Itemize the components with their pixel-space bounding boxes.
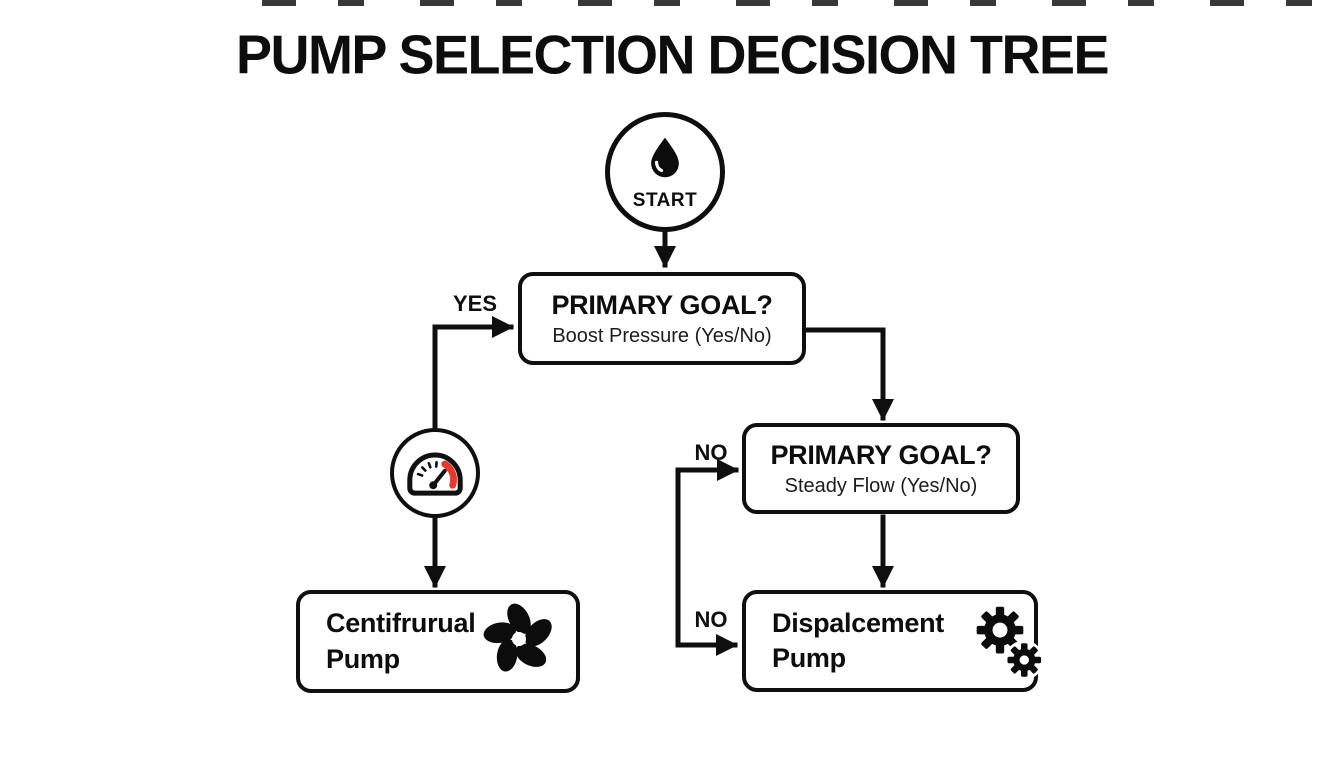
edge-no-rail-into-decision2 [675, 459, 739, 648]
decision-subheading: Boost Pressure (Yes/No) [552, 324, 772, 347]
edge-label-no-bottom: NO [694, 607, 728, 632]
result-label-line1: Dispalcement [772, 607, 944, 638]
pressure-gauge-icon [390, 428, 480, 518]
impeller-fan-icon [475, 595, 563, 688]
edge-label-no-top: NO [694, 440, 728, 465]
water-drop-icon [639, 132, 691, 189]
start-node: START [605, 112, 725, 232]
result-label-line2: Pump [326, 643, 400, 674]
decision-node-boost-pressure: PRIMARY GOAL? Boost Pressure (Yes/No) [518, 272, 806, 365]
decision-heading: PRIMARY GOAL? [551, 289, 773, 320]
result-label-line1: Centifrurual [326, 608, 476, 639]
edge-yes-into-decision1 [432, 316, 514, 433]
result-label-line2: Pump [772, 643, 846, 673]
gears-icon [944, 593, 1044, 690]
result-node-displacement-pump: Dispalcement Pump [742, 590, 1044, 692]
top-edge-artifact [262, 0, 1344, 6]
edge-decision1-to-decision2 [803, 327, 894, 421]
decision-node-steady-flow: PRIMARY GOAL? Steady Flow (Yes/No) [742, 423, 1020, 514]
start-label: START [632, 190, 698, 211]
decision-heading: PRIMARY GOAL? [770, 439, 992, 470]
edge-label-yes: YES [452, 291, 498, 316]
result-node-centrifugal-pump: Centifrurual Pump [296, 590, 580, 693]
result-label: Centifrurual Pump [326, 606, 476, 676]
decision-subheading: Steady Flow (Yes/No) [784, 474, 978, 497]
result-label: Dispalcement Pump [772, 606, 944, 676]
page-title: PUMP SELECTION DECISION TREE [235, 24, 1110, 86]
